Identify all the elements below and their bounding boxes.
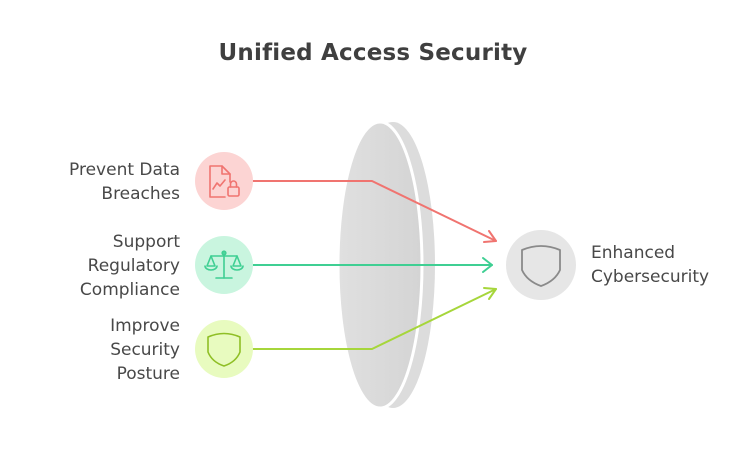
input-node-support-regulatory-compliance <box>195 236 253 294</box>
input-node-prevent-data-breaches <box>195 152 253 210</box>
arrow-support-regulatory-compliance <box>252 257 493 273</box>
label-line: Regulatory <box>87 256 180 276</box>
input-label-support-regulatory-compliance: Support Regulatory Compliance <box>20 230 180 302</box>
shield-icon <box>521 245 561 287</box>
document-lock-icon <box>209 165 240 198</box>
shield-icon <box>207 332 241 367</box>
label-line: Support <box>112 232 180 252</box>
label-line: Cybersecurity <box>591 267 710 287</box>
label-line: Compliance <box>79 280 180 300</box>
label-line: Improve <box>110 316 180 336</box>
label-line: Security <box>110 340 180 360</box>
output-node-enhanced-cybersecurity <box>506 230 576 300</box>
input-label-prevent-data-breaches: Prevent Data Breaches <box>20 158 180 206</box>
arrow-prevent-data-breaches <box>252 180 497 243</box>
label-line: Enhanced <box>591 243 676 263</box>
input-node-improve-security-posture <box>195 320 253 378</box>
input-label-improve-security-posture: Improve Security Posture <box>20 314 180 386</box>
output-label-enhanced-cybersecurity: Enhanced Cybersecurity <box>591 241 741 289</box>
balance-scale-icon <box>204 250 244 279</box>
label-line: Prevent Data <box>69 160 180 180</box>
arrow-improve-security-posture <box>252 287 497 350</box>
label-line: Posture <box>116 364 180 384</box>
diagram-title: Unified Access Security <box>218 40 528 66</box>
label-line: Breaches <box>101 184 180 204</box>
